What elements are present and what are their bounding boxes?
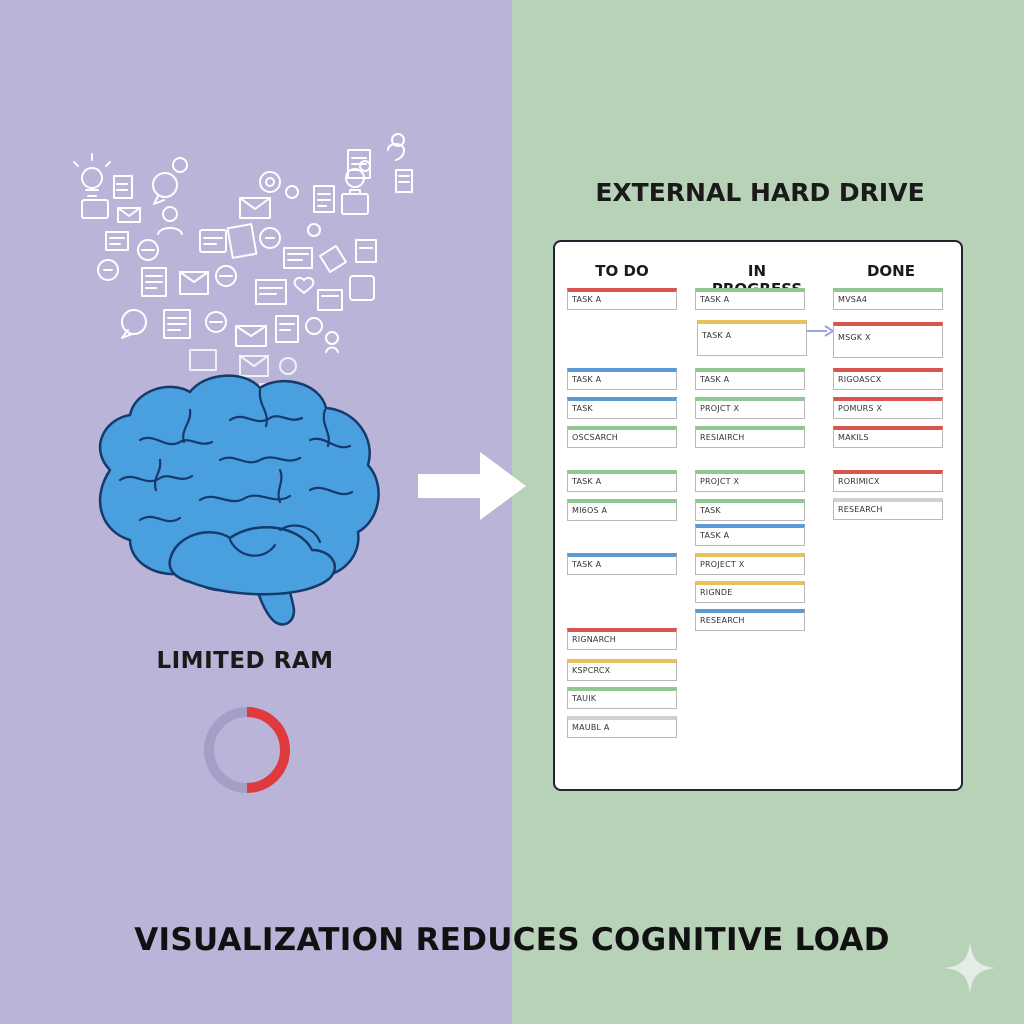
- caption: VISUALIZATION REDUCES COGNITIVE LOAD: [134, 922, 890, 958]
- brain-icon: [98, 374, 380, 626]
- task-card[interactable]: TASK A: [567, 368, 677, 390]
- task-card[interactable]: MVSA4: [833, 288, 943, 310]
- external-hard-drive-label: EXTERNAL HARD DRIVE: [595, 178, 925, 207]
- task-card[interactable]: MAKILS: [833, 426, 943, 448]
- task-card[interactable]: MI6OS A: [567, 499, 677, 521]
- column-header-to-do: TO DO: [595, 262, 649, 280]
- task-card[interactable]: OSCSARCH: [567, 426, 677, 448]
- task-card[interactable]: RESEARCH: [833, 498, 943, 520]
- task-card[interactable]: RESIAIRCH: [695, 426, 805, 448]
- column-header-done: DONE: [866, 262, 915, 280]
- task-card[interactable]: PROJCT X: [695, 397, 805, 419]
- task-card[interactable]: TASK A: [695, 524, 805, 546]
- transfer-arrow-icon: [418, 452, 526, 520]
- kanban-board: TO DO TASK A TASK A TASK OSCSARCH TASK A MI6OS…: [553, 240, 963, 791]
- task-card[interactable]: TASK: [567, 397, 677, 419]
- task-card[interactable]: RORIMICX: [833, 470, 943, 492]
- task-card[interactable]: POMURS X: [833, 397, 943, 419]
- task-card[interactable]: TASK A: [567, 553, 677, 575]
- task-card[interactable]: TASK: [695, 499, 805, 521]
- task-card[interactable]: TASK A: [567, 470, 677, 492]
- limited-ram-label: LIMITED RAM: [156, 648, 334, 674]
- scattered-thoughts-icon: [73, 133, 413, 405]
- task-card[interactable]: TASK A: [695, 288, 805, 310]
- task-card[interactable]: RIGOASCX: [833, 368, 943, 390]
- task-card[interactable]: RESEARCH: [695, 609, 805, 631]
- task-card[interactable]: MAUBL A: [567, 716, 677, 738]
- task-card[interactable]: MSGK X: [833, 322, 943, 358]
- sparkle-icon: [944, 942, 996, 994]
- task-card[interactable]: TASK A: [697, 320, 807, 356]
- task-card[interactable]: RIGNDE: [695, 581, 805, 603]
- task-card[interactable]: PROJCT X: [695, 470, 805, 492]
- task-card[interactable]: TASK A: [567, 288, 677, 310]
- ram-usage-gauge: [204, 707, 290, 793]
- task-card[interactable]: TAUIK: [567, 687, 677, 709]
- task-card[interactable]: PROJECT X: [695, 553, 805, 575]
- task-card[interactable]: KSPCRCX: [567, 659, 677, 681]
- task-card[interactable]: TASK A: [695, 368, 805, 390]
- task-card[interactable]: RIGNARCH: [567, 628, 677, 650]
